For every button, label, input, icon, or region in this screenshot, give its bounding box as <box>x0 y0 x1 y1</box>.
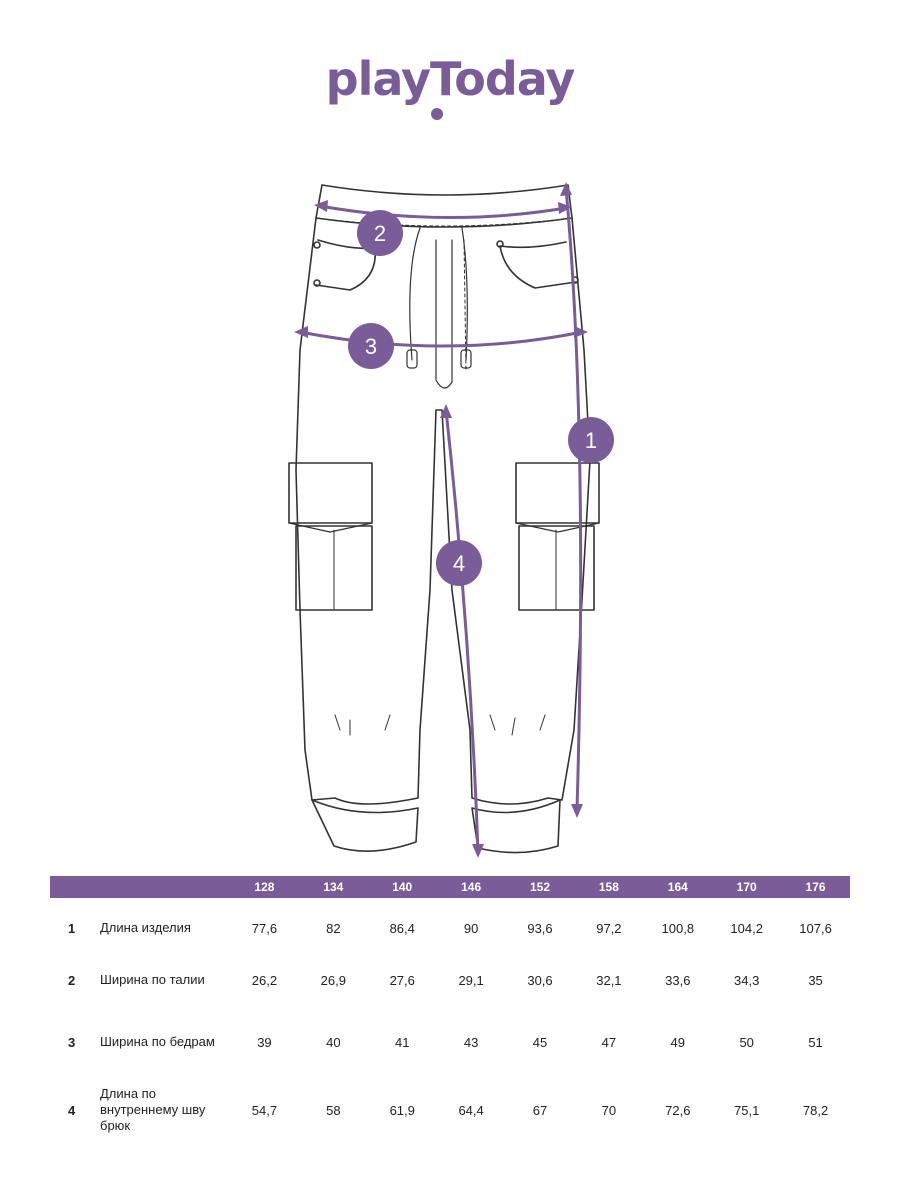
table-cell: 27,6 <box>389 972 415 988</box>
size-header-cell: 170 <box>736 880 757 894</box>
table-cell: 93,6 <box>527 920 553 936</box>
measure-line-1 <box>564 186 583 812</box>
size-header-cell: 128 <box>254 880 275 894</box>
row-label: Ширина по талии <box>100 972 205 987</box>
row-number: 1 <box>68 920 76 936</box>
table-cell: 32,1 <box>596 972 622 988</box>
logo-dot <box>431 108 443 120</box>
table-cell: 47 <box>601 1034 617 1050</box>
table-cell: 104,2 <box>730 920 763 936</box>
table-cell: 107,6 <box>799 920 832 936</box>
svg-text:1: 1 <box>585 428 597 453</box>
table-cell: 72,6 <box>665 1102 691 1118</box>
svg-text:3: 3 <box>365 334 377 359</box>
table-cell: 43 <box>463 1034 479 1050</box>
table-cell: 54,7 <box>251 1102 278 1118</box>
table-cell: 26,2 <box>251 972 278 988</box>
size-header-cell: 152 <box>529 880 551 894</box>
table-cell: 77,6 <box>251 920 278 936</box>
table-row: 2 Ширина по талии 26,2 26,9 27,6 29,1 30… <box>50 972 850 988</box>
row-label: Ширина по бедрам <box>100 1034 215 1049</box>
marker-1: 1 <box>568 417 614 463</box>
size-header-cell: 164 <box>667 880 688 894</box>
table-cell: 100,8 <box>661 920 695 936</box>
size-header-cell: 146 <box>461 880 482 894</box>
table-cell: 86,4 <box>389 920 415 936</box>
row-number: 2 <box>68 972 76 988</box>
svg-text:4: 4 <box>453 551 465 576</box>
size-header: 128 134 140 146 152 158 164 170 176 <box>50 876 850 898</box>
table-cell: 75,1 <box>734 1102 760 1118</box>
table-cell: 51 <box>808 1034 823 1050</box>
right-cuff <box>471 799 561 854</box>
table-cell: 82 <box>326 920 341 936</box>
table-cell: 90 <box>463 920 479 936</box>
left-cargo-flap <box>288 462 373 524</box>
pants-diagram: 1 2 3 4 <box>288 182 614 858</box>
marker-2: 2 <box>357 210 403 256</box>
row-label: Длина по внутреннему шву брюк <box>100 1086 206 1133</box>
table-cell: 58 <box>326 1102 341 1118</box>
table-cell: 26,9 <box>320 972 346 988</box>
row-number: 3 <box>68 1034 76 1050</box>
size-table: 128 134 140 146 152 158 164 170 176 1 Дл… <box>50 876 850 1133</box>
table-cell: 30,6 <box>527 972 553 988</box>
right-cargo-flap <box>515 462 600 524</box>
table-cell: 45 <box>532 1034 548 1050</box>
table-cell: 39 <box>257 1034 272 1050</box>
row-number: 4 <box>68 1102 76 1118</box>
table-cell: 49 <box>670 1034 686 1050</box>
table-cell: 29,1 <box>458 972 484 988</box>
left-cuff <box>311 799 419 852</box>
measure-line-3 <box>298 330 584 348</box>
table-cell: 41 <box>394 1034 410 1050</box>
waistband <box>315 184 573 228</box>
table-cell: 97,2 <box>596 920 622 936</box>
marker-3: 3 <box>348 323 394 369</box>
table-cell: 70 <box>601 1102 617 1118</box>
table-cell: 34,3 <box>734 972 760 988</box>
svg-text:2: 2 <box>374 221 386 246</box>
brand-logo: playToday <box>0 52 900 106</box>
marker-4: 4 <box>436 540 482 586</box>
table-cell: 40 <box>326 1034 341 1050</box>
measure-line-2 <box>318 204 568 219</box>
row-label: Длина изделия <box>100 920 191 935</box>
table-cell: 50 <box>739 1034 754 1050</box>
pants-outline <box>295 217 591 805</box>
table-cell: 33,6 <box>665 972 691 988</box>
table-cell: 64,4 <box>458 1102 484 1118</box>
table-cell: 67 <box>532 1102 548 1118</box>
table-cell: 61,9 <box>389 1102 415 1118</box>
brand-logo-text: playToday <box>325 52 576 106</box>
size-header-cell: 176 <box>805 880 826 894</box>
table-cell: 35 <box>808 972 823 988</box>
size-header-cell: 140 <box>392 880 413 894</box>
table-row: 3 Ширина по бедрам 39 40 41 43 45 47 49 … <box>50 1034 850 1050</box>
table-row: 1 Длина изделия 77,6 82 86,4 90 93,6 97,… <box>50 920 850 936</box>
size-header-cell: 134 <box>323 880 344 894</box>
table-row: 4 Длина по внутреннему шву брюк 54,7 58 … <box>50 1086 850 1134</box>
table-cell: 78,2 <box>802 1102 829 1118</box>
size-header-cell: 158 <box>598 880 619 894</box>
measure-line-4 <box>444 408 480 854</box>
